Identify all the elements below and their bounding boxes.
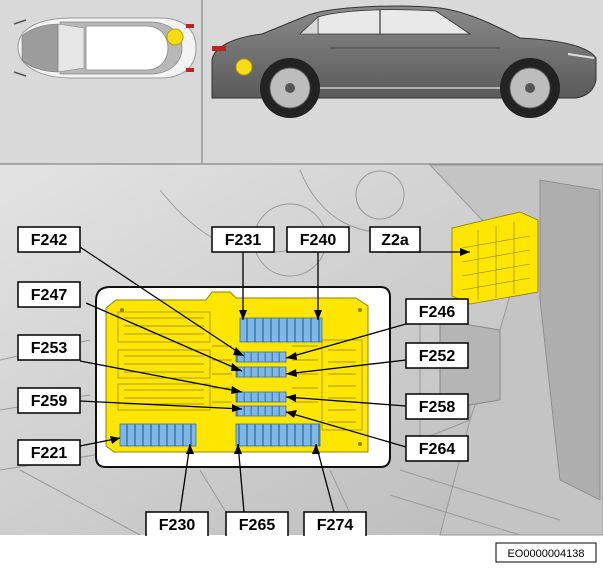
- fuse-group-f259-f264: [235, 405, 287, 417]
- label-f221-text: F221: [31, 445, 68, 462]
- fuse-group-f265-f274: [235, 423, 321, 447]
- fuse-group-f253-f258: [235, 391, 287, 403]
- reference-code-box: EO0000004138: [495, 542, 597, 563]
- fuse-group-f242-f246: [235, 351, 287, 363]
- label-f231-text: F231: [225, 232, 262, 249]
- label-f242-text: F242: [31, 232, 68, 249]
- label-f252-text: F252: [419, 348, 456, 365]
- label-f253: F253: [17, 334, 81, 361]
- label-f259: F259: [17, 387, 81, 414]
- callout-labels: F242 F231 F240 Z2a F247 F246 F253 F252: [17, 226, 469, 538]
- label-f265: F265: [225, 511, 289, 538]
- car-top-view-illustration: [13, 17, 197, 79]
- fuse-group-f247-f252: [235, 366, 287, 378]
- label-f240: F240: [286, 226, 350, 253]
- label-f253-text: F253: [31, 340, 68, 357]
- label-f231: F231: [211, 226, 275, 253]
- fuse-box: [105, 291, 369, 453]
- label-f259-text: F259: [31, 393, 68, 410]
- leader-arrows: [110, 248, 470, 454]
- label-f258-text: F258: [419, 399, 456, 416]
- label-z2a: Z2a: [369, 226, 421, 253]
- top-view-panel: [0, 0, 201, 163]
- fuse-group-f221-f230: [119, 423, 197, 447]
- label-z2a-text: Z2a: [381, 232, 409, 249]
- car-side-view-illustration: [211, 5, 597, 118]
- fuse-group-f231-f240: [239, 317, 323, 343]
- label-f252: F252: [405, 342, 469, 369]
- label-f258: F258: [405, 393, 469, 420]
- label-f247-text: F247: [31, 287, 68, 304]
- z2a-module: [451, 211, 539, 305]
- label-f264: F264: [405, 435, 469, 462]
- label-f242: F242: [17, 226, 81, 253]
- side-view-panel: [203, 0, 603, 163]
- label-f230-text: F230: [159, 517, 196, 534]
- label-f274-text: F274: [317, 517, 354, 534]
- leader-lines: [79, 246, 470, 513]
- reference-code: EO0000004138: [507, 548, 584, 560]
- label-f230: F230: [145, 511, 209, 538]
- label-f221: F221: [17, 439, 81, 466]
- location-marker-top: [166, 28, 184, 46]
- label-f274: F274: [303, 511, 367, 538]
- label-f247: F247: [17, 281, 81, 308]
- label-f246: F246: [405, 298, 469, 325]
- label-f264-text: F264: [419, 441, 456, 458]
- location-marker-side: [235, 58, 253, 76]
- label-f240-text: F240: [300, 232, 337, 249]
- label-f246-text: F246: [419, 304, 456, 321]
- label-f265-text: F265: [239, 517, 276, 534]
